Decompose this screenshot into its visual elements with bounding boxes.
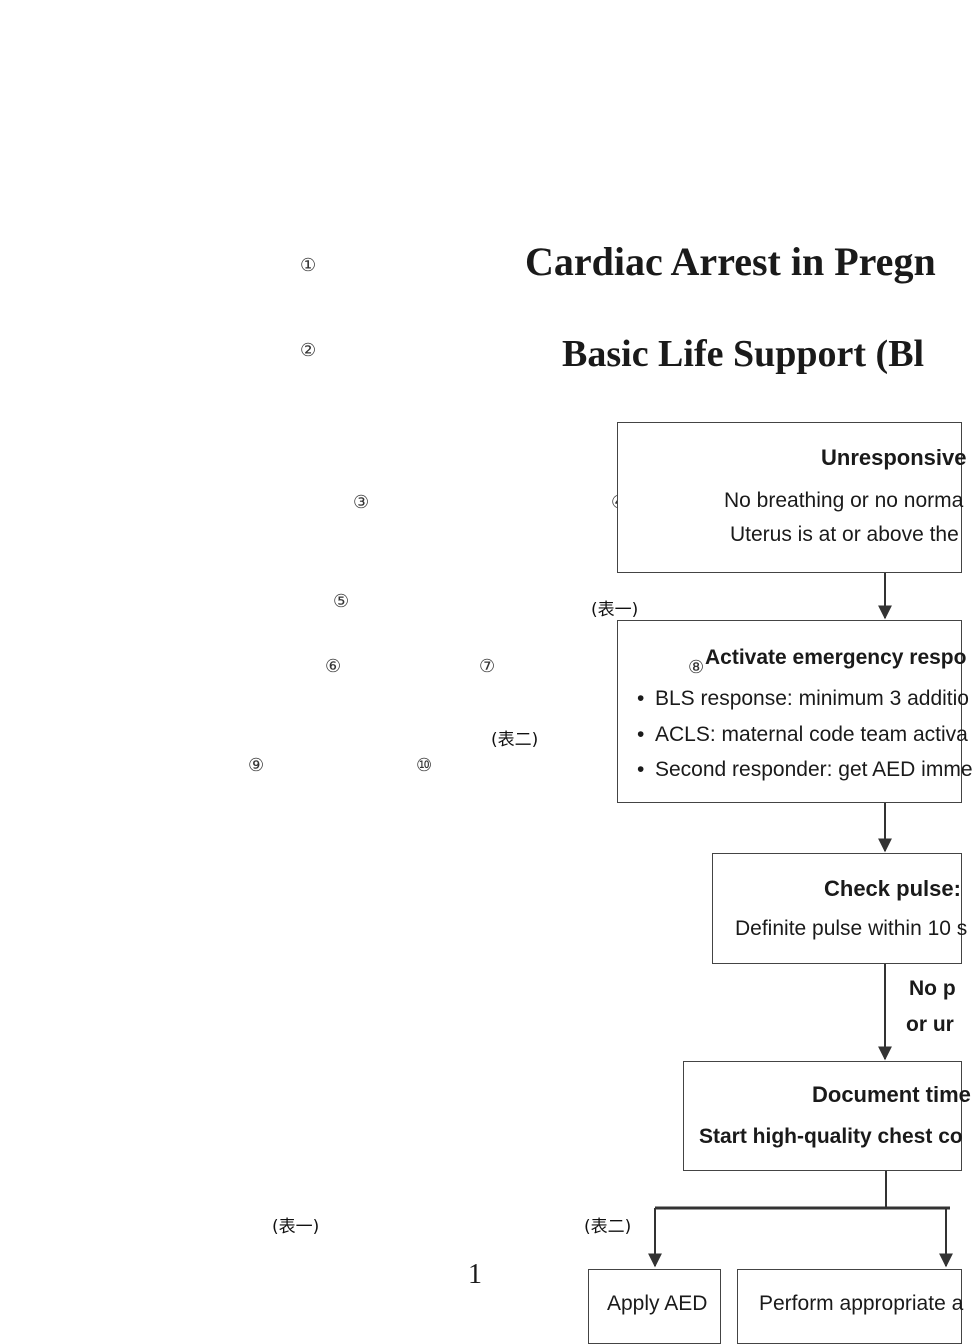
- table-tag-2: (表二): [491, 730, 539, 750]
- flow-box-apply-aed: Apply AED: [588, 1269, 721, 1344]
- box6-label: Perform appropriate a: [759, 1292, 964, 1315]
- marker-1: ①: [300, 255, 317, 276]
- box2-heading: Activate emergency respo: [705, 646, 967, 669]
- marker-2: ②: [300, 340, 317, 361]
- box5-label: Apply AED: [607, 1292, 708, 1315]
- flow-box-document-time: Document time Start high-quality chest c…: [683, 1061, 971, 1171]
- box2-bullet-3: Second responder: get AED imme: [637, 758, 972, 782]
- flow-box-check-pulse: Check pulse: Definite pulse within 10 s: [712, 853, 967, 964]
- box2-bullet-2: ACLS: maternal code team activa: [637, 723, 968, 747]
- box4-heading: Document time: [812, 1082, 971, 1107]
- marker-3: ③: [353, 492, 370, 513]
- page-number: 1: [468, 1259, 482, 1290]
- table-tag-4: (表二): [584, 1217, 632, 1237]
- flow-connectors: [648, 572, 953, 1268]
- marker-9: ⑨: [248, 755, 265, 776]
- marker-10: ⑩: [416, 755, 433, 776]
- box1-line2: Uterus is at or above the: [730, 523, 959, 546]
- page-subtitle: Basic Life Support (Bl: [562, 333, 925, 375]
- table-tag-3: (表一): [272, 1217, 320, 1237]
- page-title: Cardiac Arrest in Pregn: [525, 239, 936, 284]
- branch-label-line1: No p: [909, 977, 956, 1000]
- box3-line1: Definite pulse within 10 s: [735, 917, 968, 940]
- marker-5: ⑤: [333, 591, 350, 612]
- box4-line1: Start high-quality chest co: [699, 1125, 963, 1148]
- box3-heading: Check pulse:: [824, 876, 961, 901]
- table-tag-1: (表一): [591, 600, 639, 620]
- flow-box-activate-emergency: Activate emergency respo BLS response: m…: [617, 620, 973, 803]
- box1-line1: No breathing or no norma: [724, 489, 964, 512]
- box2-bullet-1: BLS response: minimum 3 additio: [637, 687, 969, 711]
- marker-6: ⑥: [325, 656, 342, 677]
- box1-heading: Unresponsive: [821, 445, 967, 470]
- flow-box-unresponsive: Unresponsive No breathing or no norma Ut…: [617, 422, 967, 573]
- flow-box-perform-appropriate: Perform appropriate a: [737, 1269, 964, 1344]
- marker-8: ⑧: [688, 657, 705, 678]
- marker-7: ⑦: [479, 656, 496, 677]
- branch-label-line2: or ur: [906, 1013, 954, 1036]
